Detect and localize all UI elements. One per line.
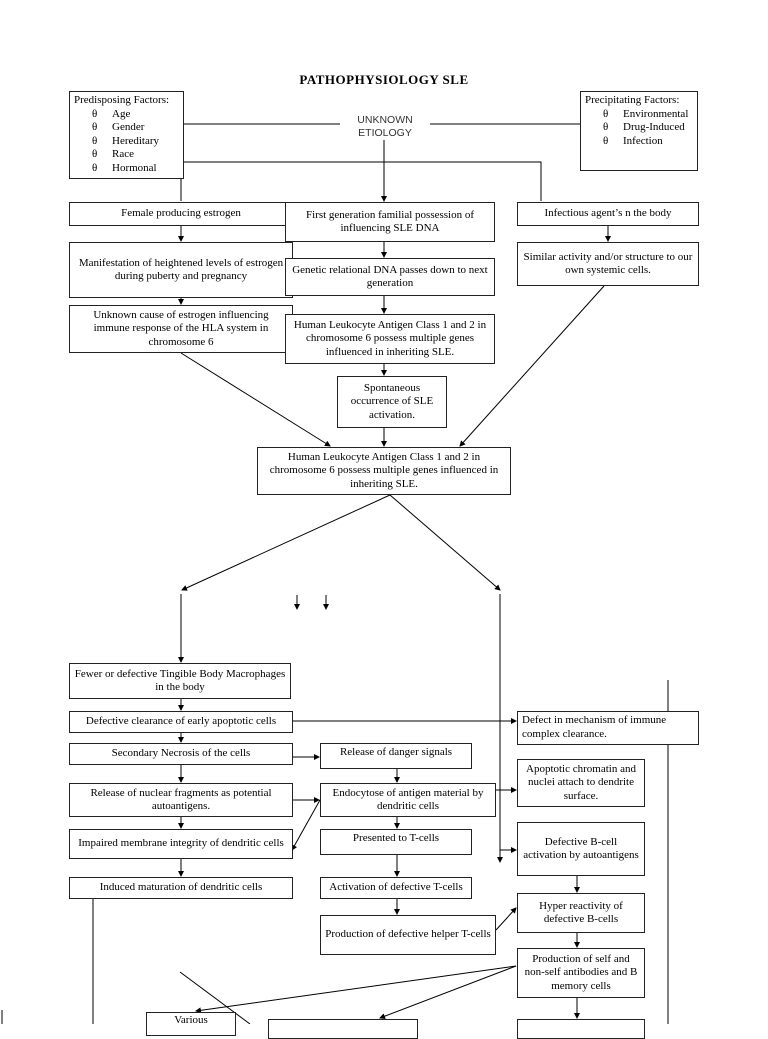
node-bottom-center bbox=[268, 1019, 418, 1039]
bullet-icon: θ bbox=[92, 107, 98, 120]
node-nuclear: Release of nuclear fragments as potentia… bbox=[69, 783, 293, 817]
bullet-icon: θ bbox=[603, 121, 609, 133]
bullet-icon: θ bbox=[92, 148, 98, 160]
node-genetic: Genetic relational DNA passes down to ne… bbox=[285, 258, 495, 296]
bullet-icon: θ bbox=[603, 134, 609, 147]
node-activation: Activation of defective T-cells bbox=[320, 877, 472, 899]
bullet-icon: θ bbox=[603, 107, 609, 120]
node-infectious: Infectious agent’s n the body bbox=[517, 202, 699, 226]
node-defect-mechanism: Defect in mechanism of immune complex cl… bbox=[517, 711, 699, 745]
bullet-icon: θ bbox=[92, 121, 98, 133]
node-necrosis: Secondary Necrosis of the cells bbox=[69, 743, 293, 765]
node-first-gen: First generation familial possession of … bbox=[285, 202, 495, 242]
node-presented: Presented to T-cells bbox=[320, 829, 472, 855]
node-clearance: Defective clearance of early apoptotic c… bbox=[69, 711, 293, 733]
node-induced: Induced maturation of dendritic cells bbox=[69, 877, 293, 899]
node-hla-main: Human Leukocyte Antigen Class 1 and 2 in… bbox=[257, 447, 511, 495]
node-bottom-right bbox=[517, 1019, 645, 1039]
node-impaired: Impaired membrane integrity of dendritic… bbox=[69, 829, 293, 859]
bullet-icon: θ bbox=[92, 134, 98, 147]
node-various: Various bbox=[146, 1012, 236, 1036]
node-apoptotic: Apoptotic chromatin and nuclei attach to… bbox=[517, 759, 645, 807]
node-bcell: Defective B-cell activation by autoantig… bbox=[517, 822, 645, 876]
node-hla-1: Human Leukocyte Antigen Class 1 and 2 in… bbox=[285, 314, 495, 364]
node-fewer: Fewer or defective Tingible Body Macroph… bbox=[69, 663, 291, 699]
node-similar: Similar activity and/or structure to our… bbox=[517, 242, 699, 286]
node-unknown-cause: Unknown cause of estrogen influencing im… bbox=[69, 305, 293, 353]
node-hyper: Hyper reactivity of defective B-cells bbox=[517, 893, 645, 933]
node-female: Female producing estrogen bbox=[69, 202, 293, 226]
node-danger: Release of danger signals bbox=[320, 743, 472, 769]
predisposing-heading: Predisposing Factors: bbox=[74, 94, 170, 106]
bullet-icon: θ bbox=[92, 161, 98, 174]
node-endocytose: Endocytose of antigen material by dendri… bbox=[320, 783, 496, 817]
node-helper: Production of defective helper T-cells bbox=[320, 915, 496, 955]
node-spontaneous: Spontaneous occurrence of SLE activation… bbox=[337, 376, 447, 428]
node-self-antibodies: Production of self and non-self antibodi… bbox=[517, 948, 645, 998]
page-title: PATHOPHYSIOLOGY SLE bbox=[299, 72, 469, 87]
node-manifestation: Manifestation of heightened levels of es… bbox=[69, 242, 293, 298]
precipitating-heading: Precipitating Factors: bbox=[585, 94, 680, 106]
